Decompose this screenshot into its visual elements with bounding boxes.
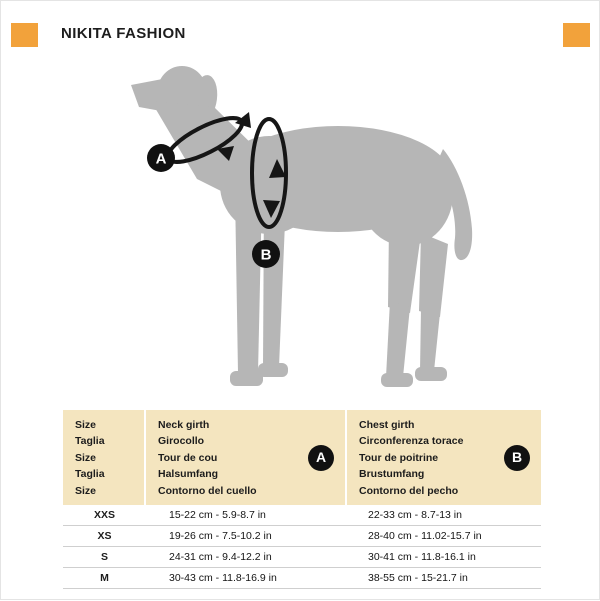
size-row-m: M 30-43 cm - 11.8-16.9 in 38-55 cm - 15-…: [63, 568, 541, 590]
size-label: M: [100, 572, 109, 585]
neck-girth-value: 15-22 cm - 5.9-8.7 in: [169, 509, 266, 522]
marker-b-label: B: [261, 247, 272, 264]
brand-accent-square-right: [563, 23, 590, 47]
badge-a: A: [308, 444, 334, 471]
brand-title: NIKITA FASHION: [61, 25, 186, 42]
brand-accent-square-left: [11, 23, 38, 47]
marker-a-circle: [147, 144, 175, 172]
neck-header-line: Tour de cou: [158, 451, 218, 464]
size-header-line: Taglia: [75, 435, 105, 448]
dog-rear-leg-1-upper: [388, 226, 421, 313]
size-header-line: Size: [75, 451, 97, 464]
dog-rear-leg-2-upper: [419, 233, 448, 317]
neck-girth-column-header: Neck girth Girocollo Tour de cou Halsumf…: [146, 410, 347, 506]
size-row-xxs: XXS 15-22 cm - 5.9-8.7 in 22-33 cm - 8.7…: [63, 505, 541, 527]
marker-b: B: [252, 240, 280, 268]
dog-rear-foot-2: [415, 367, 447, 381]
chest-girth-value: 22-33 cm - 8.7-13 in: [368, 509, 462, 522]
dog-rear-leg-1-lower: [386, 301, 410, 377]
chest-girth-value: 28-40 cm - 11.02-15.7 in: [368, 530, 482, 543]
marker-a-label: A: [156, 151, 167, 168]
chest-arrow-down-icon: [263, 200, 280, 218]
dog-front-leg-1: [235, 191, 262, 373]
neck-girth-value: 24-31 cm - 9.4-12.2 in: [169, 551, 272, 564]
size-header-line: Taglia: [75, 468, 105, 481]
neck-header-line: Halsumfang: [158, 468, 219, 481]
chest-arrow-up-icon: [269, 159, 286, 178]
dog-front-leg-2: [263, 196, 286, 367]
neck-girth-value: 19-26 cm - 7.5-10.2 in: [169, 530, 272, 543]
neck-arrow-up-icon: [235, 112, 251, 128]
size-header-line: Size: [75, 484, 97, 497]
badge-b: B: [504, 444, 530, 471]
neck-header-line: Contorno del cuello: [158, 484, 257, 497]
size-row-s: S 24-31 cm - 9.4-12.2 in 30-41 cm - 11.8…: [63, 547, 541, 569]
size-label: XXS: [93, 509, 115, 522]
dog-tail: [435, 149, 473, 261]
chest-girth-value: 38-55 cm - 15-21.7 in: [368, 572, 468, 585]
size-column-header: Size Taglia Size Taglia Size: [63, 410, 146, 506]
dog-rear-foot-1: [381, 373, 413, 387]
dog-front-foot-2: [258, 363, 288, 377]
dog-silhouette: [131, 66, 473, 387]
neck-arrow-down-icon: [217, 146, 234, 161]
chest-header-line: Contorno del pecho: [359, 484, 459, 497]
size-table-header: Size Taglia Size Taglia Size Neck girth …: [63, 410, 541, 506]
size-label: XS: [97, 530, 112, 543]
neck-girth-value: 30-43 cm - 11.8-16.9 in: [169, 572, 277, 585]
chest-girth-value: 30-41 cm - 11.8-16.1 in: [368, 551, 476, 564]
chest-girth-measure: [250, 117, 288, 229]
chest-header-line: Circonferenza torace: [359, 435, 464, 448]
size-label: S: [100, 551, 108, 564]
marker-a: A: [147, 144, 175, 172]
size-row-xs: XS 19-26 cm - 7.5-10.2 in 28-40 cm - 11.…: [63, 526, 541, 548]
size-table: Size Taglia Size Taglia Size Neck girth …: [63, 410, 541, 590]
dog-thigh: [359, 142, 453, 246]
chest-header-line: Brustumfang: [359, 468, 425, 481]
neck-header-line: Girocollo: [158, 435, 205, 448]
size-header-line: Size: [75, 419, 97, 431]
neck-header-line: Neck girth: [158, 419, 210, 431]
chest-header-line: Tour de poitrine: [359, 451, 439, 464]
chest-girth-column-header: Chest girth Circonferenza torace Tour de…: [347, 410, 541, 505]
marker-b-circle: [252, 240, 280, 268]
chest-measure-ellipse: [250, 117, 288, 229]
dog-front-foot-1: [230, 371, 263, 386]
dog-rear-leg-2-lower: [420, 309, 440, 371]
chest-header-line: Chest girth: [359, 419, 415, 431]
